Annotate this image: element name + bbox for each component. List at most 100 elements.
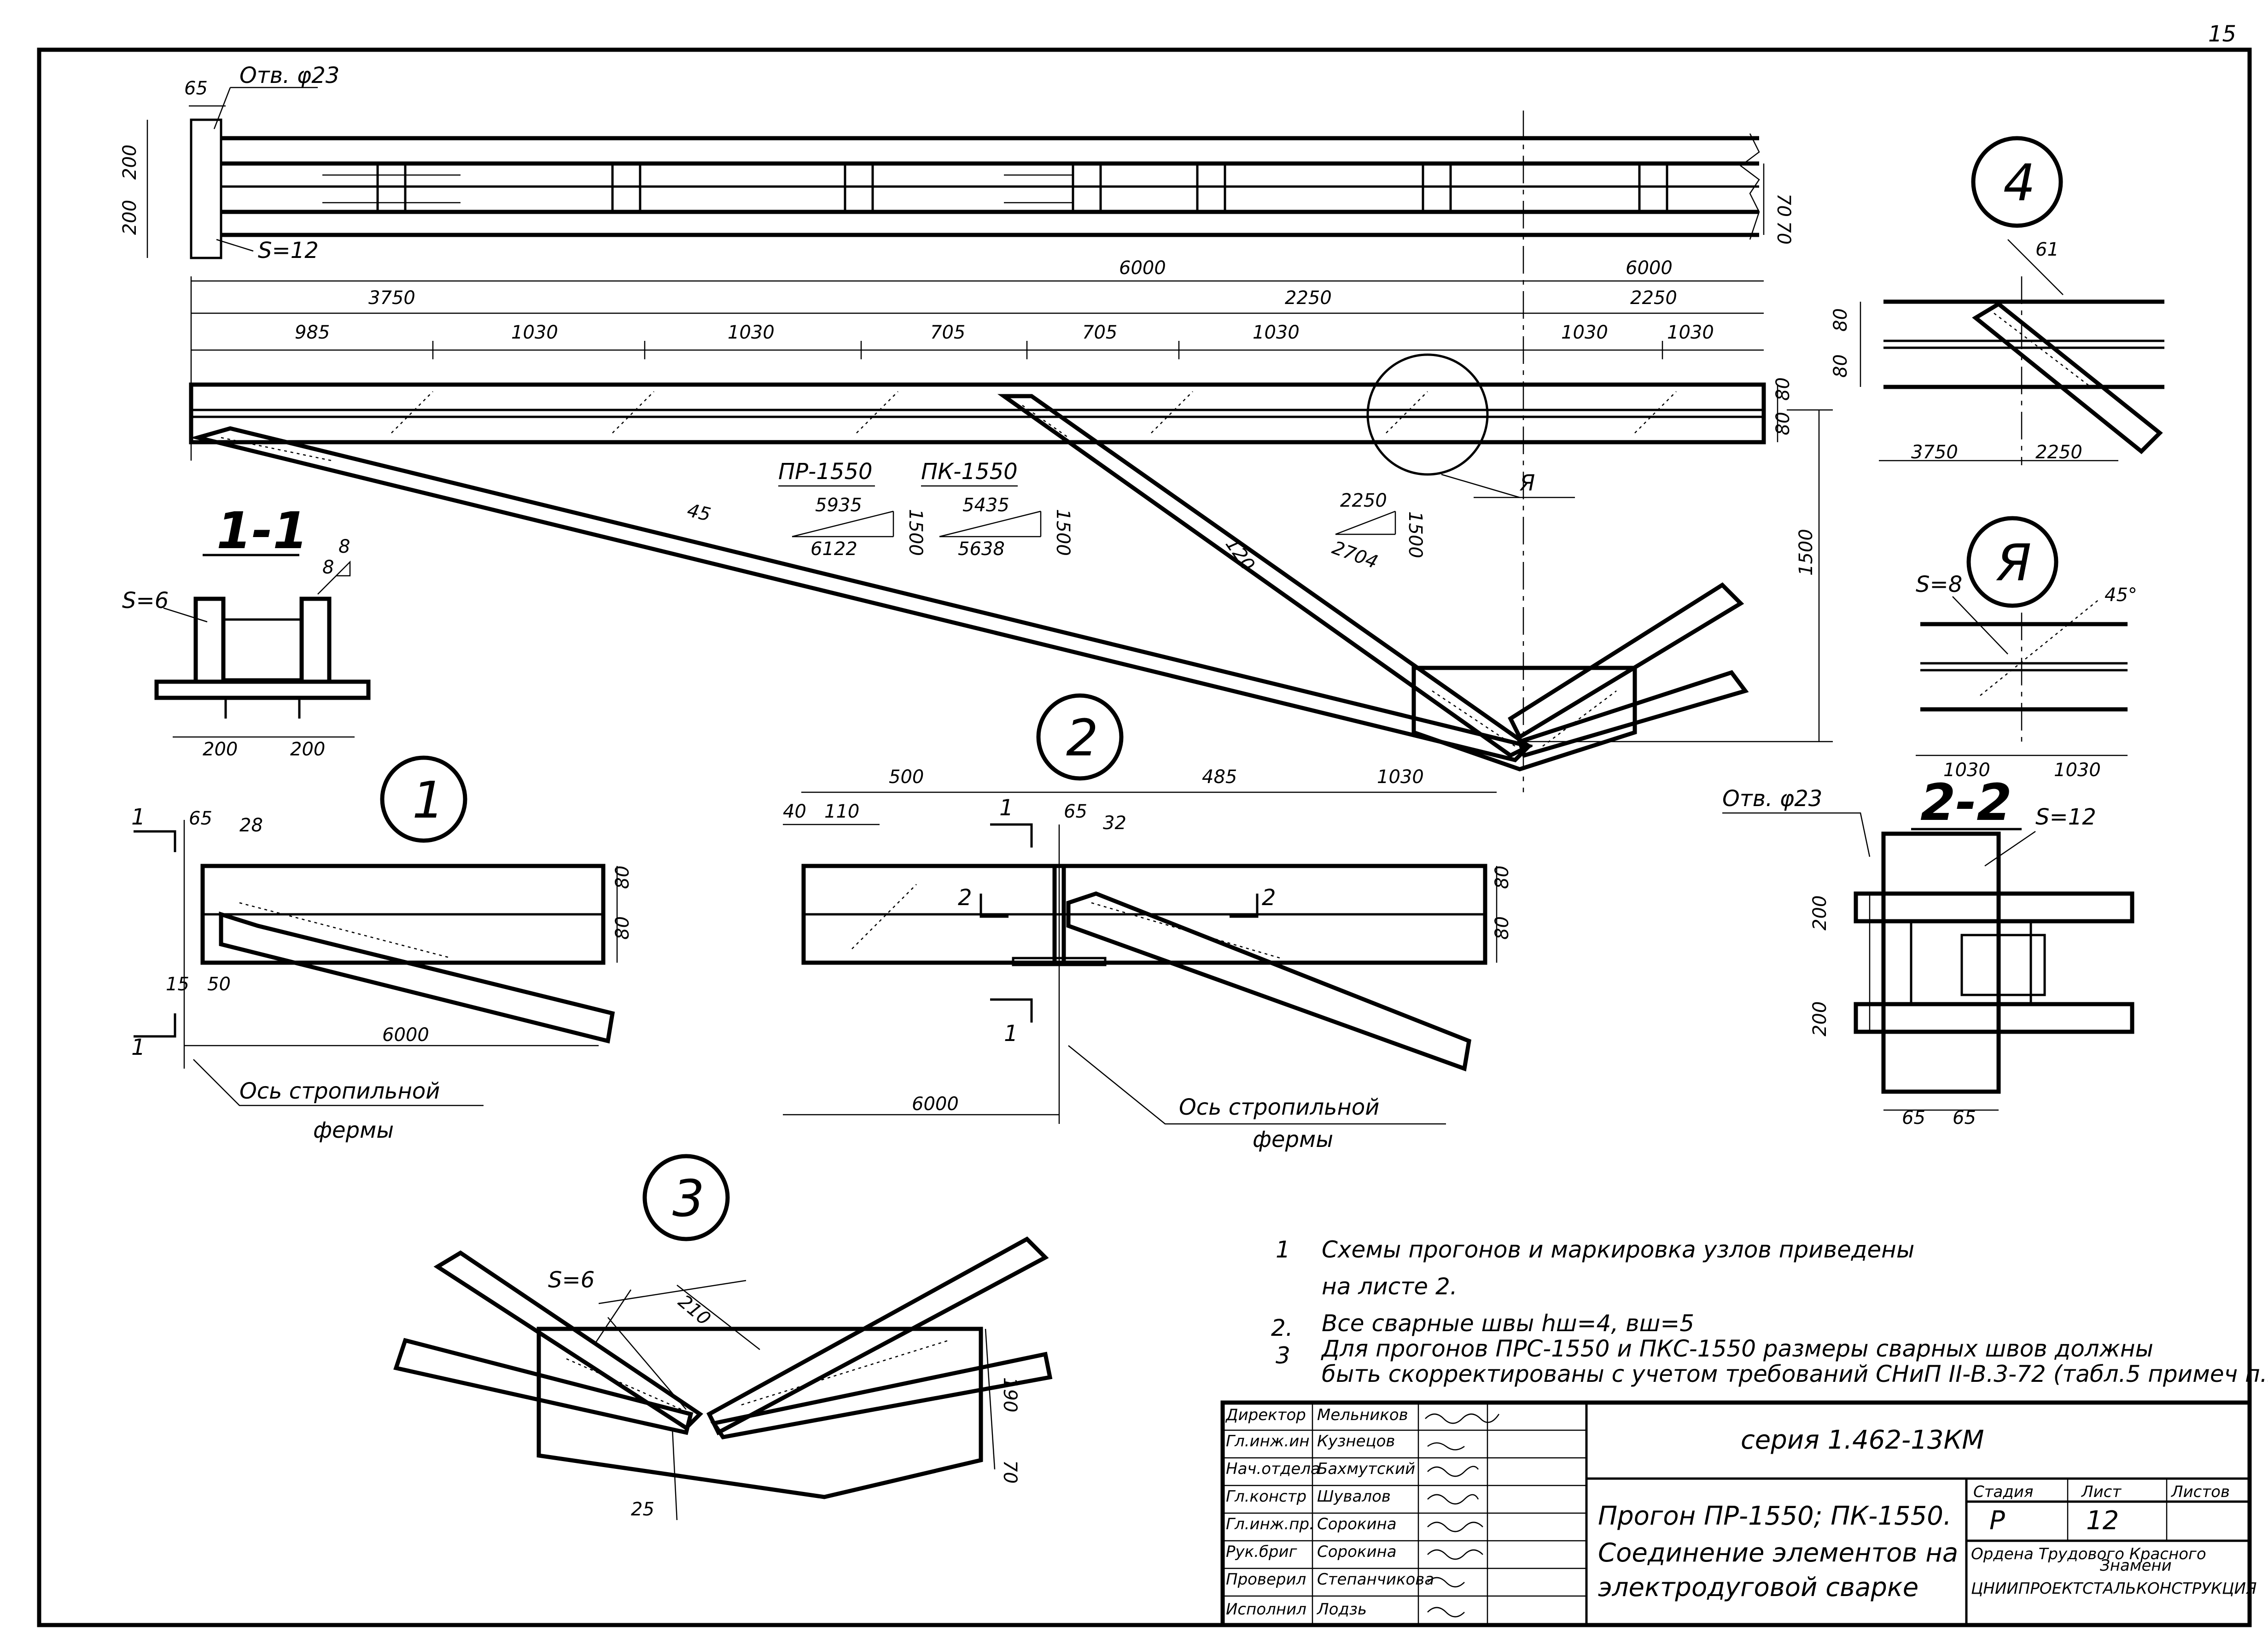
tb-stage-header: Стадия [1973,1483,2033,1501]
table-small-bottom: 2704 [1329,537,1381,573]
table-small: 2250 2704 1500 [1329,490,1426,573]
dim-6000-left: 6000 [1119,257,1166,279]
table-pk-title: ПК-1550 [921,459,1018,485]
note-2-num: 2. [1271,1315,1293,1341]
tb-desc-1: Прогон ПР-1550; ПК-1550. [1598,1501,1952,1531]
node-2-dim-80a: 80 [1492,865,1513,889]
dim-2250-a: 2250 [1285,287,1332,309]
node-gusset [1411,666,1637,772]
node-1: 1 1 65 28 15 50 6000 80 80 1 Ось стропил… [131,755,633,1143]
plan-dim-70-b: 70 [1773,221,1794,245]
node-2-sec-left: 2 [958,885,972,911]
section-2-2: 2-2 Отв. φ23 S=12 200 200 65 65 [1722,773,2134,1129]
table-pr-top: 5935 [815,495,862,516]
node-2-cut-bottom: 1 [1004,1021,1018,1047]
detail-ya-label: Я [1996,533,2031,592]
node-4-circle [1971,136,2063,228]
note-2-text: Все сварные швы hш=4, вш=5 [1322,1310,1694,1337]
end-plate [190,118,222,259]
node-1-dim-15: 15 [166,974,189,995]
dim-1030-c: 1030 [1253,322,1300,343]
tb-desc-2: Соединение элементов на [1598,1538,1958,1568]
tb-role-1: Директор [1225,1406,1306,1424]
section-1-1-dim-200b: 200 [290,739,325,760]
table-pk-top: 5435 [962,495,1009,516]
node-2-dim-40: 40 [783,801,806,822]
table-pk-side: 1500 [1052,509,1073,556]
plan-dim-200-bot: 200 [119,200,140,235]
dim-705-b: 705 [1082,322,1117,343]
tb-org-name: ЦНИИПРОЕКТСТАЛЬКОНСТРУКЦИЯ [1971,1579,2257,1598]
node-4: 4 61 80 80 3750 2250 [1830,136,2164,465]
dim-1030-e: 1030 [1667,322,1714,343]
title-block: Директор Гл.инж.ин Нач.отдела Гл.констр … [1220,1400,2257,1627]
note-1-num: 1 [1276,1236,1290,1263]
section-1-1-weld-left: 8 [322,557,334,578]
section-1-1-weld-top: 8 [338,536,350,557]
tb-org-line1: Ордена Трудового Красного [1971,1545,2206,1563]
node-4-dim-3750: 3750 [1911,442,1958,463]
node-2-axis-label-2: фермы [1253,1127,1333,1152]
dim-3750: 3750 [368,287,415,309]
node-4-dim-61: 61 [2035,239,2059,260]
plan-hole-label: Отв. φ23 [239,63,339,88]
section-2-2-hole-label: Отв. φ23 [1722,786,1822,812]
note-1-text: Схемы прогонов и маркировка узлов привед… [1322,1236,1914,1263]
tb-role-8: Исполнил [1226,1600,1306,1619]
node-1-dim-80b: 80 [612,916,633,940]
plan-dim-70-a: 70 [1773,193,1794,217]
section-1-1-plate-label: S=6 [122,588,169,614]
short-diagonal [997,394,1533,758]
node-3-dim-25: 25 [631,1499,654,1520]
node-3-number: 3 [672,1169,705,1228]
main-elevation: 6000 6000 3750 2250 2250 985 1030 1030 7… [189,257,1833,772]
node-3-circle [642,1154,730,1241]
section-2-2-plate-label: S=12 [2035,804,2096,830]
diag-mark-45: 45 [685,500,713,526]
dim-2250-b: 2250 [1630,287,1677,309]
section-1-1-title: 1-1 [216,501,308,560]
section-2-2-dim-200a: 200 [1809,895,1831,930]
node-4-dim-80a: 80 [1830,308,1851,332]
tb-name-2: Кузнецов [1317,1432,1395,1450]
side-dim-80a: 80 [1772,377,1794,401]
detail-ya: Я S=8 45° 1030 1030 [1916,516,2137,781]
note-3-text: Для прогонов ПРС-1550 и ПКС-1550 размеры… [1321,1335,2153,1362]
node-4-dim-80b: 80 [1830,354,1851,378]
node-2-dim-6000: 6000 [912,1093,959,1115]
table-pr-title: ПР-1550 [778,459,873,485]
detail-ya-circle [1966,516,2058,608]
section-2-2-dim-65b: 65 [1953,1107,1976,1129]
tb-stage-value: Р [1989,1506,2005,1536]
dim-985: 985 [295,322,330,343]
right-diagonal-upper [1508,582,1744,740]
node-1-dim-65: 65 [189,808,212,829]
node-2-dim-485: 485 [1202,766,1237,788]
tb-series: серия 1.462-13КМ [1741,1425,1984,1455]
section-2-2-dim-200b: 200 [1809,1001,1831,1036]
node-2-dim-110: 110 [824,801,859,822]
dim-6000-right: 6000 [1626,257,1673,279]
side-dim-1500: 1500 [1796,529,1817,576]
dim-1030-b: 1030 [728,322,775,343]
tb-sheet-value: 12 [2086,1506,2119,1536]
node-1-cut-top: 1 [131,804,146,830]
node-2: 2 500 485 1030 40 110 65 32 1 2 2 80 80 … [783,693,1513,1152]
tb-role-6: Рук.бриг [1226,1543,1298,1561]
tb-name-5: Сорокина [1317,1515,1397,1533]
dim-705-a: 705 [930,322,965,343]
note-3-num: 3 [1276,1342,1290,1369]
detail-ya-dim-1030a: 1030 [1943,760,1990,781]
node-3-dim-210: 210 [674,1291,715,1329]
tb-name-6: Сорокина [1317,1543,1397,1561]
node-1-dim-50: 50 [207,974,231,995]
plan-dim-200-top: 200 [119,145,140,180]
node-1-dim-80a: 80 [612,865,633,889]
tb-name-7: Степанчикова [1317,1570,1434,1589]
node-1-cut-bottom: 1 [131,1035,146,1060]
note-3-cont: быть скорректированы с учетом требований… [1322,1361,2268,1387]
node-2-cut-top: 1 [999,795,1014,821]
detail-ya-angle: 45° [2105,585,2137,606]
table-small-side: 1500 [1405,511,1426,558]
tb-role-5: Гл.инж.пр. [1226,1515,1314,1533]
